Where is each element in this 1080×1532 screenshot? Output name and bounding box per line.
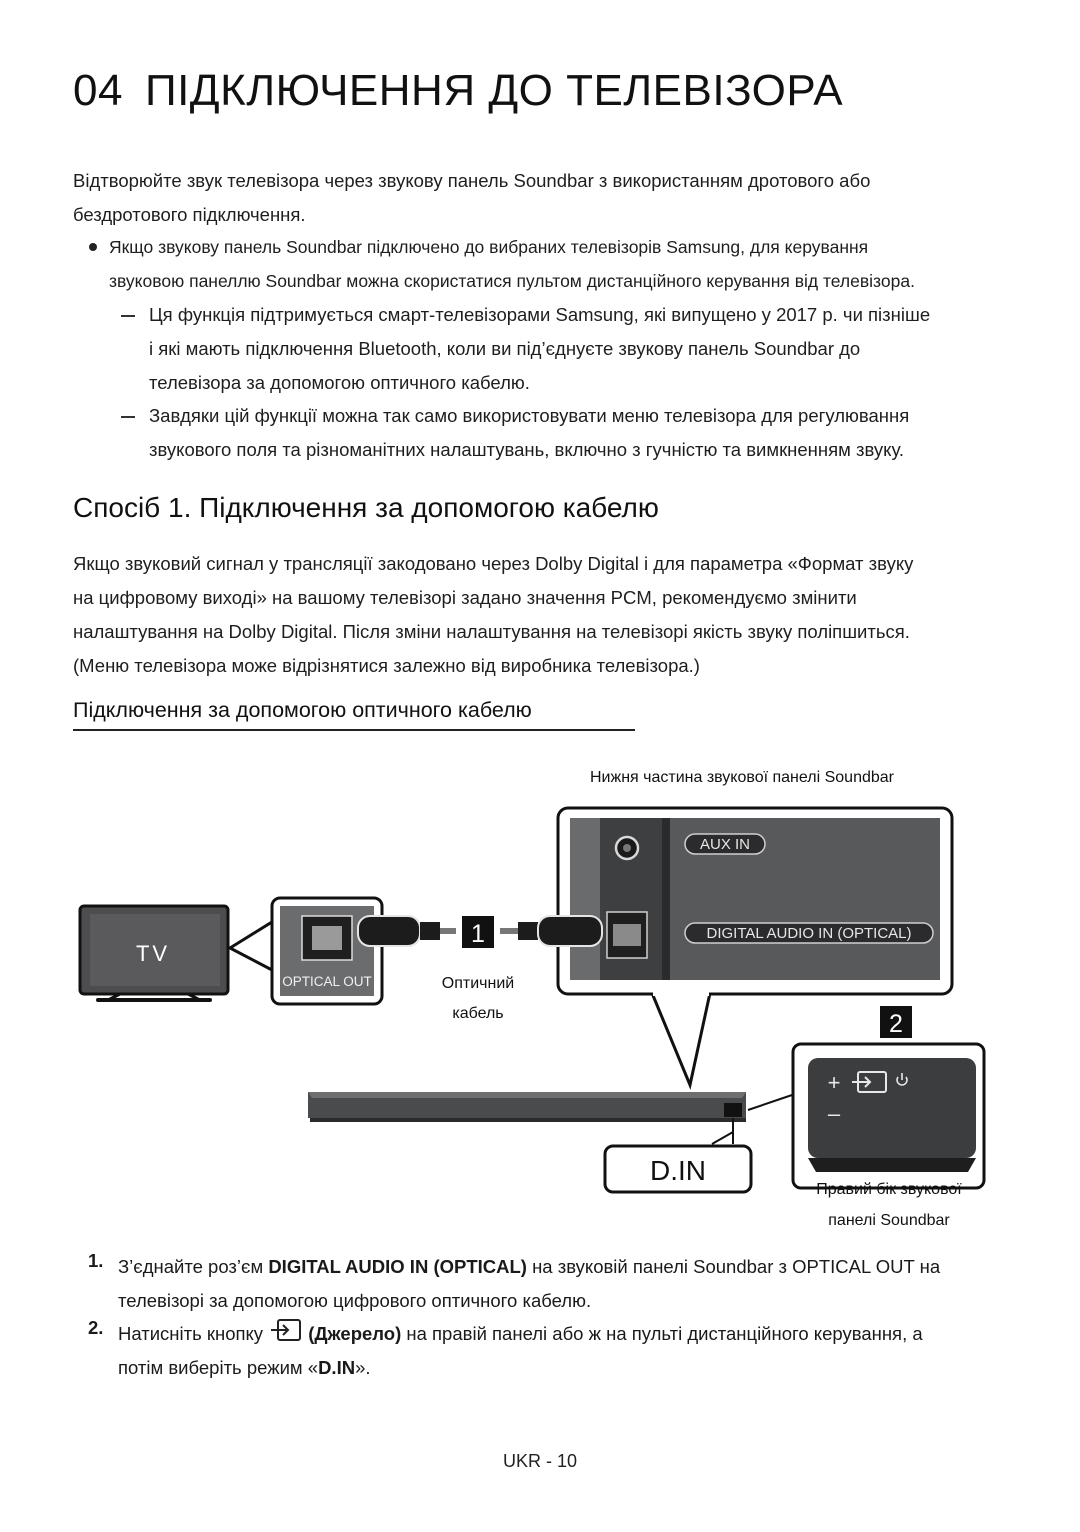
aux-in-label: AUX IN xyxy=(700,836,750,853)
step-1-line-1: З’єднайте роз’єм DIGITAL AUDIO IN (OPTIC… xyxy=(118,1256,941,1277)
volume-down-icon: – xyxy=(828,1101,841,1126)
bullet-dot xyxy=(89,243,97,251)
badge-1 xyxy=(462,916,494,948)
method-line-4: (Меню телевізора може відрізнятися залеж… xyxy=(73,655,700,676)
digital-audio-in-label: DIGITAL AUDIO IN (OPTICAL) xyxy=(706,925,911,942)
svg-text:1: 1 xyxy=(471,920,485,948)
step-1-number: 1. xyxy=(88,1250,104,1271)
step-2-number: 2. xyxy=(88,1317,104,1338)
din-display xyxy=(603,1144,753,1194)
bottom-panel-label: Нижня частина звукової панелі Soundbar xyxy=(590,769,895,786)
chapter-number: 04 xyxy=(73,66,123,115)
heading-underline xyxy=(73,729,635,731)
intro-line-2: бездротового підключення. xyxy=(73,204,306,225)
step-2-line-1: Натисніть кнопку (Джерело) на правій пан… xyxy=(118,1317,1018,1354)
page-title: 04 ПІДКЛЮЧЕННЯ ДО ТЕЛЕВІЗОРА xyxy=(73,66,843,116)
power-button-icon xyxy=(896,1073,908,1086)
right-side-callout: + – xyxy=(791,1042,986,1190)
soundbar-illustration xyxy=(308,1092,746,1122)
method-line-3: налаштування на Dolby Digital. Після змі… xyxy=(73,621,910,642)
page-number: UKR - 10 xyxy=(502,1451,578,1471)
method-line-1: Якщо звуковий сигнал у трансляції закодо… xyxy=(73,553,914,574)
bullet-line-1: Якщо звукову панель Soundbar підключено … xyxy=(109,237,869,257)
tv-label: TV xyxy=(136,941,170,966)
subnote-1-line-1: Ця функція підтримується смарт-телевізор… xyxy=(149,304,931,325)
volume-up-icon: + xyxy=(828,1070,841,1095)
right-side-label-2: панелі Soundbar xyxy=(828,1212,950,1229)
subnote-2-line-2: звукового поля та різноманітних налаштув… xyxy=(149,439,904,460)
badge-2 xyxy=(880,1006,912,1038)
subnote-1-line-3: телевізора за допомогою оптичного кабелю… xyxy=(149,372,530,393)
bullet-line-2: звуковою панеллю Soundbar можна скориста… xyxy=(109,271,915,291)
cable-label-1: Оптичний xyxy=(442,975,514,992)
method-line-2: на цифровому виході» на вашому телевізор… xyxy=(73,587,857,608)
svg-text:2: 2 xyxy=(889,1010,903,1038)
chapter-title: ПІДКЛЮЧЕННЯ ДО ТЕЛЕВІЗОРА xyxy=(144,66,844,115)
optical-out-label: OPTICAL OUT xyxy=(282,974,372,989)
subnote-1-line-2: і які мають підключення Bluetooth, коли … xyxy=(149,338,861,359)
dash-1 xyxy=(121,315,135,317)
optical-heading: Підключення за допомогою оптичного кабел… xyxy=(73,698,532,722)
connection-diagram: Нижня частина звукової панелі Soundbar A… xyxy=(78,769,986,1229)
optical-cable xyxy=(357,915,603,947)
subnote-2-line-1: Завдяки цій функції можна так само викор… xyxy=(149,405,910,426)
cable-label-2: кабель xyxy=(452,1005,503,1022)
dash-2 xyxy=(121,416,135,418)
source-icon xyxy=(268,1317,304,1354)
tv-illustration: TV xyxy=(78,904,230,1002)
tv-optical-out-callout: OPTICAL OUT xyxy=(226,896,384,1006)
source-button-icon xyxy=(852,1071,887,1093)
din-display-text: D.IN xyxy=(650,1155,706,1186)
step-1-line-2: телевізорі за допомогою цифрового оптичн… xyxy=(118,1290,592,1311)
step-2-line-2: потім виберіть режим «D.IN». xyxy=(118,1357,371,1378)
right-side-label-1: Правий бік звукової xyxy=(816,1181,962,1198)
soundbar-bottom-callout: AUX IN DIGITAL AUDIO IN (OPTICAL) xyxy=(556,806,954,1091)
intro-line-1: Відтворюйте звук телевізора через звуков… xyxy=(73,170,871,191)
method-heading: Спосіб 1. Підключення за допомогою кабел… xyxy=(73,492,659,523)
